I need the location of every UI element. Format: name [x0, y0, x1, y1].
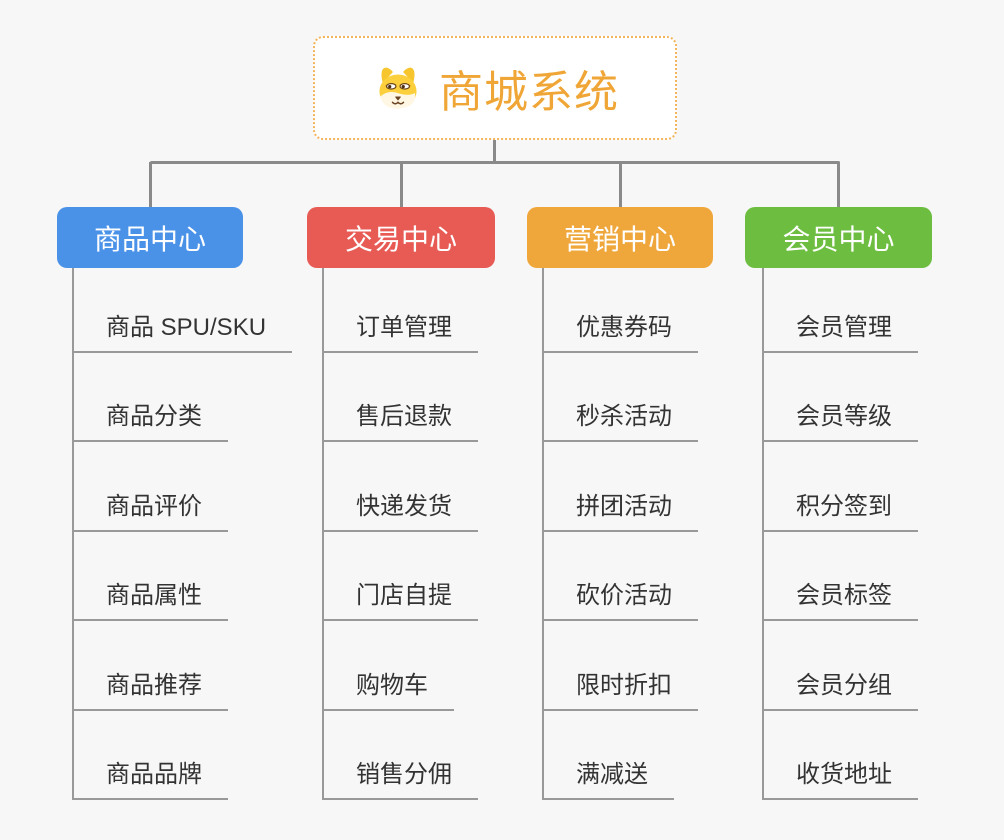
connector-root-stem: [493, 139, 496, 163]
leaf-item-store-pickup[interactable]: 门店自提: [324, 532, 478, 622]
leaf-item-member-tag[interactable]: 会员标签: [764, 532, 918, 622]
leaf-item-bargain-activity[interactable]: 砍价活动: [544, 532, 698, 622]
leaf-item-member-management[interactable]: 会员管理: [764, 268, 918, 353]
leaf-item-product-spu-sku[interactable]: 商品 SPU/SKU: [74, 268, 293, 353]
branch-children-column-trade: 订单管理 售后退款 快递发货 门店自提 购物车 销售分佣: [322, 268, 478, 800]
branch-member-center[interactable]: 会员中心: [745, 207, 932, 268]
leaf-item-express-delivery[interactable]: 快递发货: [324, 442, 478, 532]
connector-drop-product: [148, 162, 152, 208]
leaf-item-flash-sale[interactable]: 秒杀活动: [544, 353, 698, 443]
root-node[interactable]: 商城系统: [313, 36, 677, 140]
branch-children-column-marketing: 优惠券码 秒杀活动 拼团活动 砍价活动 限时折扣 满减送: [542, 268, 698, 800]
leaf-item-sales-commission[interactable]: 销售分佣: [324, 711, 478, 800]
connector-drop-marketing: [618, 162, 622, 208]
leaf-item-shopping-cart[interactable]: 购物车: [324, 621, 454, 711]
connector-bus: [150, 161, 840, 164]
leaf-item-product-category[interactable]: 商品分类: [74, 353, 228, 443]
leaf-item-order-management[interactable]: 订单管理: [324, 268, 478, 353]
root-title: 商城系统: [439, 68, 619, 117]
connector-drop-trade: [399, 162, 403, 208]
branch-trade-center[interactable]: 交易中心: [307, 207, 495, 268]
leaf-item-product-review[interactable]: 商品评价: [74, 442, 228, 532]
leaf-item-coupon-code[interactable]: 优惠券码: [544, 268, 698, 353]
leaf-item-product-brand[interactable]: 商品品牌: [74, 711, 228, 800]
leaf-item-product-recommend[interactable]: 商品推荐: [74, 621, 228, 711]
leaf-item-group-buy[interactable]: 拼团活动: [544, 442, 698, 532]
leaf-item-member-level[interactable]: 会员等级: [764, 353, 918, 443]
shiba-dog-icon: [371, 61, 425, 115]
leaf-item-full-reduction[interactable]: 满减送: [544, 711, 674, 800]
leaf-item-time-limited-discount[interactable]: 限时折扣: [544, 621, 698, 711]
leaf-item-aftersale-refund[interactable]: 售后退款: [324, 353, 478, 443]
leaf-item-points-checkin[interactable]: 积分签到: [764, 442, 918, 532]
branch-product-center[interactable]: 商品中心: [57, 207, 243, 268]
leaf-item-shipping-address[interactable]: 收货地址: [764, 711, 918, 800]
branch-children-column-member: 会员管理 会员等级 积分签到 会员标签 会员分组 收货地址: [762, 268, 918, 800]
leaf-item-member-group[interactable]: 会员分组: [764, 621, 918, 711]
connector-drop-member: [837, 162, 840, 208]
branch-marketing-center[interactable]: 营销中心: [527, 207, 713, 268]
leaf-item-product-attribute[interactable]: 商品属性: [74, 532, 228, 622]
branch-children-column-product: 商品 SPU/SKU 商品分类 商品评价 商品属性 商品推荐 商品品牌: [72, 268, 293, 800]
